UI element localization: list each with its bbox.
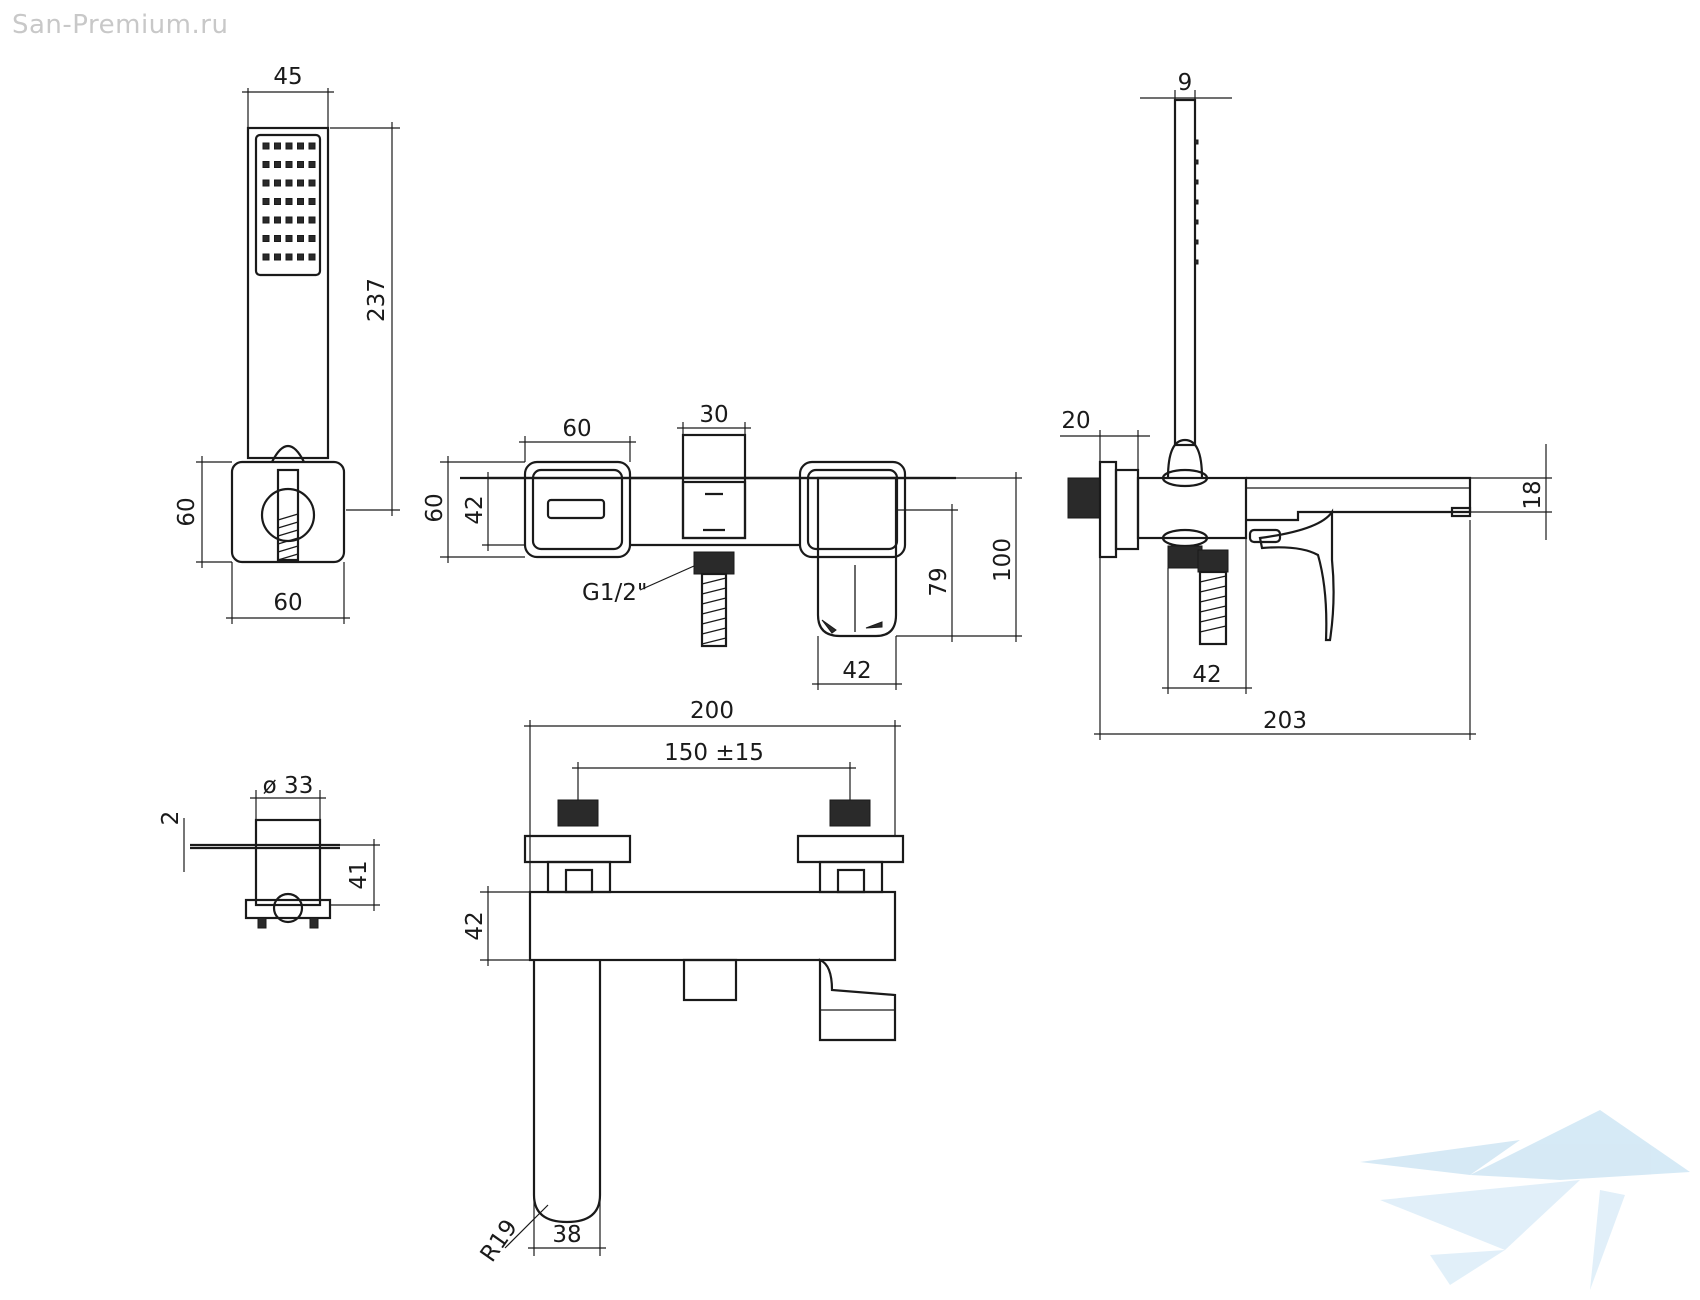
- dim-handshower-height: 237: [364, 278, 390, 322]
- dim-front-height-60: 60: [422, 493, 448, 522]
- front-view: G1/2" 60 30 60 42 79: [422, 402, 1022, 690]
- spray-nozzle: [285, 142, 293, 150]
- spray-nozzle: [297, 179, 304, 187]
- spray-nozzle: [274, 198, 281, 205]
- spray-nozzle: [274, 179, 281, 187]
- spray-nozzle: [297, 235, 304, 242]
- dim-total-width: 200: [690, 698, 734, 724]
- dim-radius: R19: [476, 1215, 523, 1267]
- top-view: 200 150 ±15 42 R19 38: [462, 698, 905, 1267]
- spray-nozzle: [285, 216, 293, 224]
- dim-side-connector-width: 42: [1192, 662, 1221, 688]
- spray-nozzle: [297, 142, 304, 150]
- dim-front-height-42: 42: [462, 495, 488, 524]
- spray-nozzle: [274, 216, 281, 224]
- dim-flange-thickness: 2: [158, 811, 184, 826]
- dim-diverter-width: 30: [699, 402, 728, 428]
- dim-spout-width: 42: [842, 658, 871, 684]
- spray-nozzle: [297, 216, 304, 224]
- dim-center-distance: 150 ±15: [664, 740, 764, 766]
- spray-nozzle: [308, 142, 316, 150]
- label-thread: G1/2": [582, 580, 647, 606]
- watermark-text: San-Premium.ru: [12, 10, 229, 40]
- spray-nozzle: [285, 198, 293, 205]
- spray-nozzle: [297, 161, 304, 168]
- spray-nozzle: [262, 198, 270, 205]
- spray-nozzle: [274, 161, 281, 168]
- side-view: 9 20 18 42 203: [1060, 70, 1552, 740]
- dim-flange-depth: 41: [346, 860, 372, 889]
- dim-total-height: 100: [990, 538, 1016, 582]
- spray-nozzle: [285, 161, 293, 168]
- spray-nozzle: [274, 235, 281, 242]
- spray-nozzle: [308, 161, 316, 168]
- logo-mark: [1360, 1110, 1690, 1290]
- spray-nozzle: [262, 161, 270, 168]
- spray-nozzle: [274, 253, 281, 261]
- spray-nozzle: [274, 142, 281, 150]
- dim-total-depth: 203: [1263, 708, 1307, 734]
- spray-nozzle: [285, 235, 293, 242]
- dim-handshower-width: 45: [273, 64, 302, 90]
- dim-spout-end-width: 38: [552, 1222, 581, 1248]
- spray-nozzle: [308, 179, 316, 187]
- spray-nozzle: [262, 235, 270, 242]
- spray-nozzle: [297, 253, 304, 261]
- handshower-view: 45 237 60 60: [174, 64, 400, 624]
- dim-holder-width: 60: [273, 590, 302, 616]
- spray-nozzle: [308, 198, 316, 205]
- dim-body-depth: 42: [462, 911, 488, 940]
- spray-nozzle: [285, 253, 293, 261]
- dim-wall-plate: 20: [1061, 408, 1090, 434]
- dim-hose-width: 9: [1178, 70, 1193, 96]
- spray-nozzle: [297, 198, 304, 205]
- spray-nozzle: [308, 253, 316, 261]
- spray-nozzle: [308, 216, 316, 224]
- dim-handle-width: 60: [562, 416, 591, 442]
- flange-view: ø 33 2 41: [158, 773, 380, 929]
- spray-nozzle: [285, 179, 293, 187]
- spray-nozzle-grid: [262, 142, 316, 261]
- spray-nozzle: [262, 179, 270, 187]
- spray-nozzle: [308, 235, 316, 242]
- spray-nozzle: [262, 142, 270, 150]
- spray-nozzle: [262, 253, 270, 261]
- spray-nozzle: [262, 216, 270, 224]
- dim-spout-height: 79: [926, 567, 952, 596]
- dim-holder-height: 60: [174, 497, 200, 526]
- dim-flange-diameter: ø 33: [263, 773, 314, 799]
- dim-spout-thickness: 18: [1520, 480, 1546, 509]
